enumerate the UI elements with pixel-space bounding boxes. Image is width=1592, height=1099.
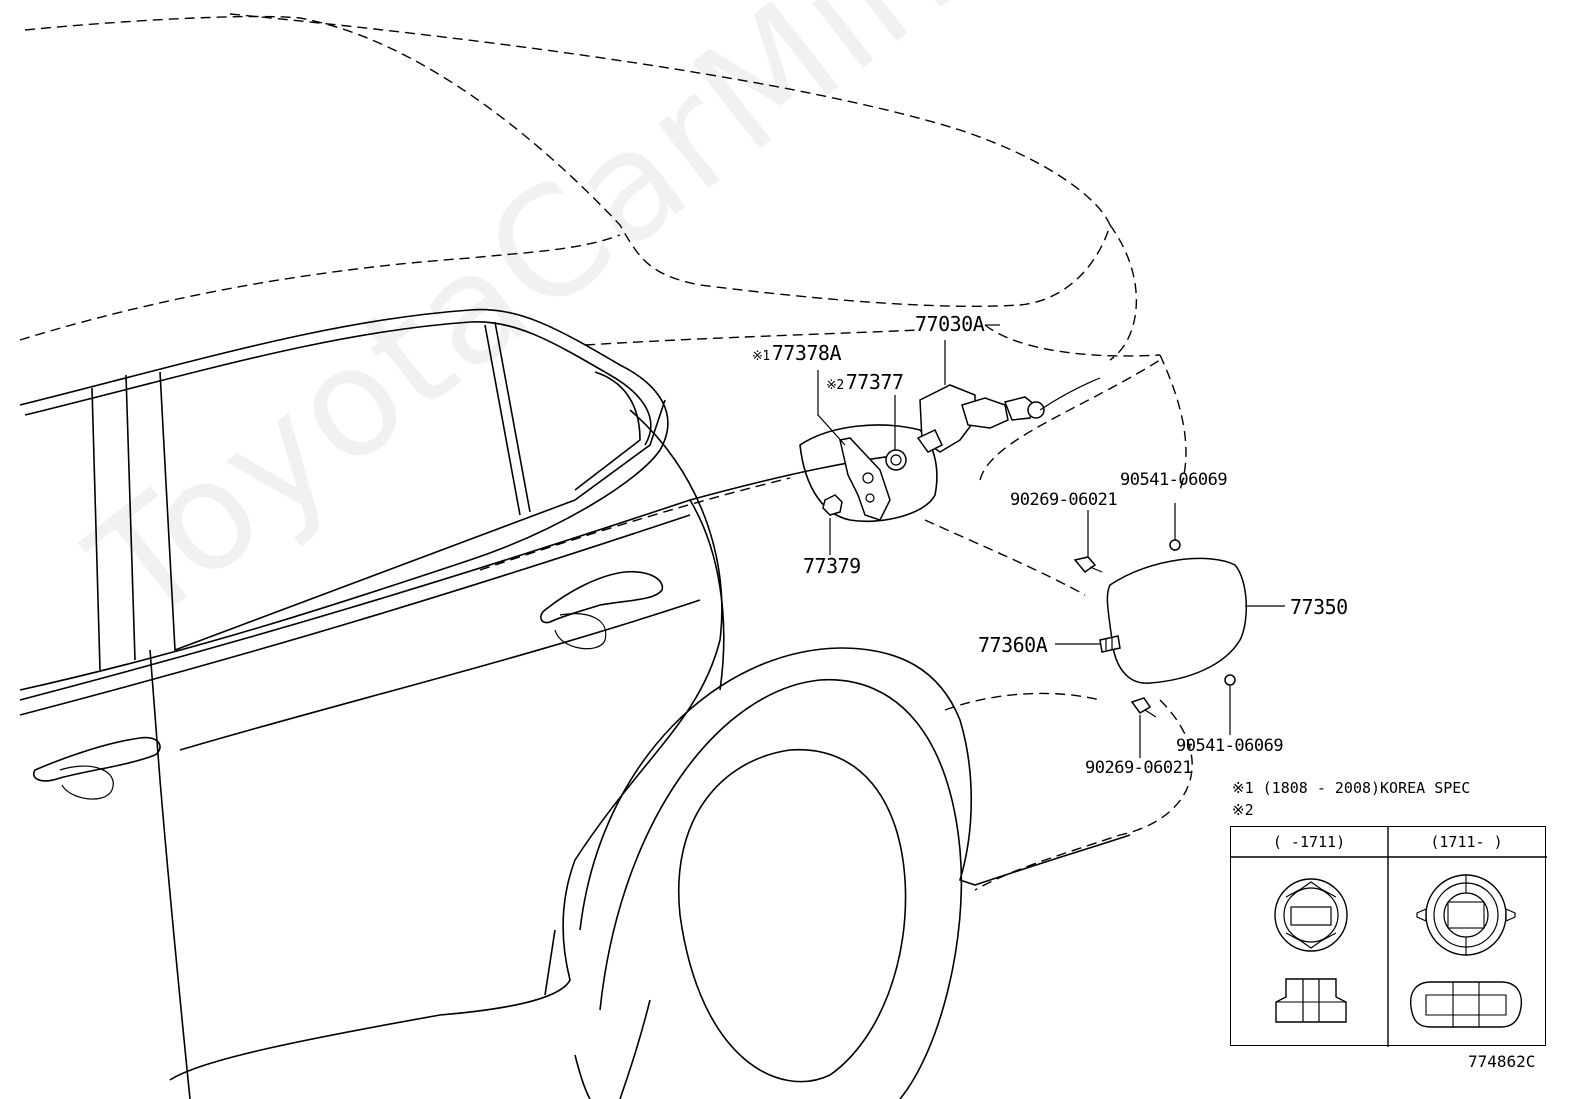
- label-77377-number: 77377: [845, 370, 904, 394]
- note-mark-1: ※1: [752, 349, 770, 364]
- note-mark-2-caption: ※2: [1232, 801, 1254, 819]
- label-77379: 77379: [803, 554, 861, 578]
- label-90269-06021-lower: 90269-06021: [1085, 758, 1193, 778]
- label-90541-06069-upper: 90541-06069: [1120, 470, 1228, 490]
- label-77030a: 77030A: [915, 312, 985, 336]
- clip-variant-table: ( -1711) (1711- ): [1230, 826, 1547, 1047]
- label-90541-06069-lower: 90541-06069: [1176, 736, 1284, 756]
- fuel-lid-opener-actuator: [916, 377, 1101, 453]
- label-77378a-number: 77378A: [771, 341, 842, 365]
- column-header-after-1711: (1711- ): [1430, 833, 1503, 851]
- label-90269-06021-upper: 90269-06021: [1010, 490, 1118, 510]
- clip-variant-drawings: [1231, 827, 1547, 1047]
- label-77350: 77350: [1290, 595, 1348, 619]
- diagram-id: 774862C: [1468, 1052, 1536, 1071]
- column-header-before-1711: ( -1711): [1272, 833, 1346, 851]
- clip-77377: [885, 449, 907, 471]
- label-77360a: 77360A: [978, 633, 1048, 657]
- note-korea-spec: ※1 (1808 - 2008)KOREA SPEC: [1232, 779, 1471, 797]
- note-mark-2: ※2: [826, 378, 844, 393]
